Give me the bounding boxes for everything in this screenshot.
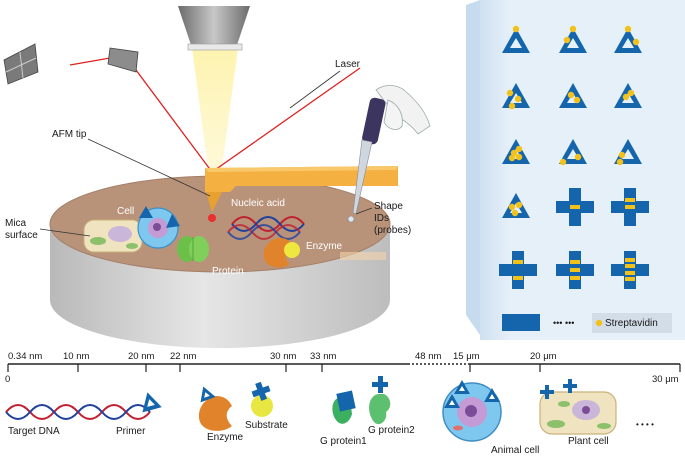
triangle-shape — [502, 193, 530, 218]
enzyme-surface-icon — [263, 238, 300, 268]
scale-tick-label: 0.34 nm — [8, 351, 43, 362]
enzyme-example-icon — [198, 386, 232, 431]
scale-tick-label: 20 μm — [530, 351, 557, 362]
triangle-shape — [614, 25, 642, 53]
primer-icon — [142, 392, 162, 413]
cross-shape — [611, 188, 649, 226]
triangle-shape — [502, 83, 530, 110]
laser-spot — [208, 214, 216, 222]
rectangle-shape-legend — [502, 314, 540, 331]
streptavidin-label: Streptavidin — [605, 318, 658, 329]
g-protein1-label: G protein1 — [320, 436, 367, 447]
afm-tip-icon — [206, 192, 222, 212]
g-protein2-label: G protein2 — [368, 425, 415, 436]
triangle-shape — [559, 25, 587, 53]
trailing-ellipsis: • • • • — [636, 420, 654, 429]
substrate-label: Substrate — [245, 420, 288, 431]
scale-tick-label: 20 nm — [128, 351, 155, 362]
mirror-icon — [107, 47, 139, 73]
animal-cell-surface-icon — [137, 206, 180, 249]
scale-end-label: 30 μm — [652, 374, 679, 385]
scale-tick-label: 30 nm — [270, 351, 297, 362]
plant-cell-label: Plant cell — [568, 436, 609, 447]
shape-ids-label-3: (probes) — [374, 225, 412, 236]
shape-ids-label-2: IDs — [374, 213, 389, 224]
mica-leader — [39, 228, 91, 237]
light-beam — [192, 48, 238, 168]
triangle-shape — [559, 83, 587, 108]
cross-shape — [611, 251, 649, 289]
mica-surface-label-1: Mica — [5, 218, 27, 229]
primer-label: Primer — [116, 426, 146, 437]
triangle-shape — [502, 139, 530, 164]
cross-shape — [556, 188, 594, 226]
cross-shape — [556, 251, 594, 289]
plant-cell-surface-icon — [83, 219, 143, 253]
triangle-shape — [614, 83, 642, 108]
target-dna-helix-icon — [5, 404, 151, 420]
mica-surface-label-2: surface — [5, 230, 38, 241]
scale-tick-label: 48 nm — [415, 351, 442, 362]
streptavidin-legend-box — [592, 313, 672, 333]
protein-label: Protein — [212, 266, 244, 277]
laser-leader — [289, 70, 341, 109]
photodetector-icon — [3, 43, 39, 85]
legend-ellipsis: ••• ••• — [553, 318, 575, 328]
enzyme-example-label: Enzyme — [207, 432, 244, 443]
shape-ids-leader — [355, 207, 373, 215]
objective-lens — [187, 43, 243, 51]
nucleic-acid-helix-icon — [227, 216, 305, 240]
enzyme-label-bg — [340, 252, 386, 260]
scale-start-label: 0 — [5, 374, 11, 385]
scale-tick-label: 15 μm — [453, 351, 480, 362]
scale-tick-label: 22 nm — [170, 351, 197, 362]
triangle-shape — [502, 25, 530, 53]
shape-panel-fold — [466, 0, 480, 335]
afm-cantilever-top — [205, 166, 398, 172]
nucleic-acid-label: Nucleic acid — [231, 198, 285, 209]
g-protein2-icon — [369, 376, 391, 425]
plant-cell-example-icon — [539, 379, 617, 435]
triangle-shape — [559, 139, 587, 166]
shape-ids-label-1: Shape — [374, 201, 403, 212]
triangle-shape — [614, 139, 642, 166]
cross-shape — [499, 251, 537, 289]
enzyme-surface-label: Enzyme — [306, 241, 343, 252]
target-dna-label: Target DNA — [8, 426, 60, 437]
objective-cone-icon — [178, 6, 250, 48]
scale-ticks — [7, 364, 681, 372]
streptavidin-dot-icon — [595, 319, 603, 327]
afm-tip-leader — [87, 138, 211, 197]
protein-icon — [177, 236, 209, 262]
afm-tip-label: AFM tip — [52, 129, 87, 140]
g-protein1-icon — [332, 390, 356, 424]
substrate-icon — [251, 381, 273, 417]
scale-tick-label: 10 nm — [63, 351, 90, 362]
animal-cell-label: Animal cell — [491, 445, 540, 456]
laser-label: Laser — [335, 59, 361, 70]
cell-label: Cell — [117, 206, 135, 217]
afm-cantilever — [205, 166, 398, 192]
scale-tick-label: 33 nm — [310, 351, 337, 362]
animal-cell-example-icon — [442, 380, 502, 442]
